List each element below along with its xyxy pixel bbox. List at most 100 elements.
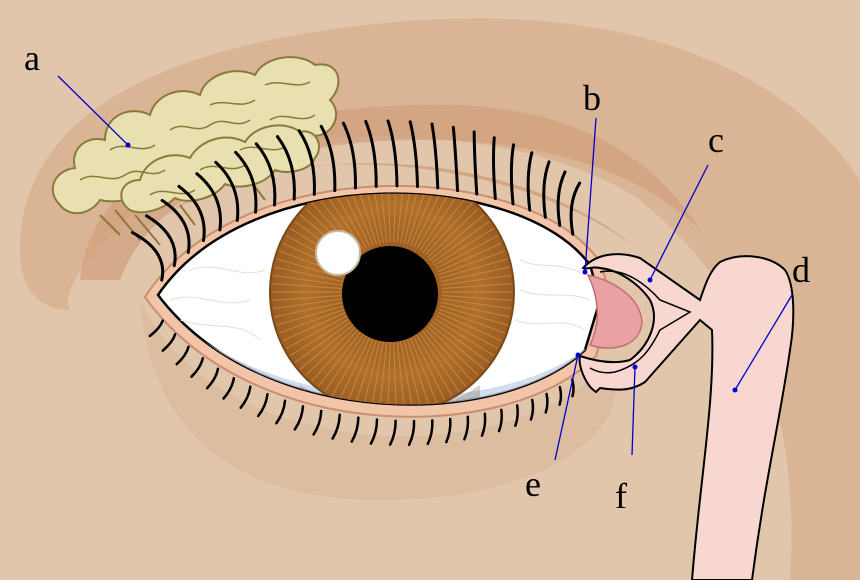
iris-ray bbox=[441, 274, 511, 286]
iris-ray bbox=[429, 214, 485, 261]
iris-ray bbox=[387, 341, 391, 405]
iris-ray bbox=[396, 193, 406, 243]
iris-ray bbox=[441, 298, 511, 310]
eyelash bbox=[480, 412, 487, 437]
iris-ray bbox=[439, 258, 508, 279]
eyelash bbox=[319, 124, 337, 193]
iris-ray bbox=[416, 193, 453, 249]
eyelash bbox=[239, 385, 252, 410]
label-d: d bbox=[792, 250, 810, 290]
eyelash bbox=[312, 409, 323, 436]
iris-ray bbox=[272, 294, 343, 301]
eyelash bbox=[544, 392, 549, 414]
eyelash bbox=[472, 130, 479, 196]
leader-a bbox=[57, 75, 129, 146]
iris-ray bbox=[439, 305, 508, 326]
iris-ray bbox=[272, 283, 343, 290]
iris-ray bbox=[396, 341, 406, 405]
iris-ray bbox=[331, 193, 368, 249]
leader-dot-d bbox=[732, 387, 738, 393]
iris-ray bbox=[427, 208, 479, 258]
iris-ray bbox=[331, 335, 368, 397]
iris-ray bbox=[273, 274, 343, 286]
iris-ray bbox=[346, 193, 374, 246]
iris-ray bbox=[435, 235, 499, 270]
iris-ray bbox=[393, 193, 397, 243]
iris-ray bbox=[416, 335, 453, 397]
iris-ray bbox=[274, 266, 344, 283]
leader-dot-a bbox=[125, 142, 131, 148]
lacrimal-canaliculi bbox=[578, 253, 795, 580]
eyelash bbox=[297, 129, 316, 196]
leader-e bbox=[554, 354, 579, 461]
iris-ray bbox=[354, 339, 378, 405]
eyelash bbox=[341, 121, 357, 190]
canaliculus-inner bbox=[589, 270, 692, 374]
iris-ray bbox=[440, 301, 510, 318]
iris-ray bbox=[400, 341, 414, 405]
iris-ray bbox=[413, 336, 446, 401]
eyelash bbox=[160, 198, 191, 254]
leader-lines bbox=[57, 75, 793, 461]
iris-ray bbox=[406, 339, 430, 405]
iris-ray bbox=[441, 294, 512, 301]
iris-ray bbox=[438, 250, 505, 276]
iris-ray bbox=[440, 266, 510, 283]
eyelash bbox=[256, 392, 269, 418]
iris-ray bbox=[403, 193, 422, 244]
iris-ray bbox=[422, 197, 467, 253]
eyelash bbox=[161, 333, 177, 352]
iris-ray bbox=[387, 193, 391, 243]
eyelash bbox=[558, 385, 563, 406]
iris-ray bbox=[422, 331, 467, 387]
iris-ray bbox=[438, 308, 505, 334]
iris-ray bbox=[317, 331, 362, 387]
iris-ray bbox=[429, 323, 485, 370]
lacrimal-caruncle bbox=[586, 273, 643, 349]
iris-ray bbox=[324, 333, 365, 392]
iris-ray bbox=[437, 242, 502, 273]
eyelash bbox=[275, 135, 296, 201]
label-e: e bbox=[525, 464, 541, 504]
eyelash bbox=[175, 345, 190, 366]
leader-c bbox=[649, 164, 709, 281]
eyelash bbox=[234, 150, 258, 214]
iris-ray bbox=[432, 320, 490, 364]
iris-ray bbox=[403, 340, 422, 405]
iris-ray bbox=[346, 338, 374, 404]
iris-ray bbox=[294, 320, 352, 364]
iris-ray bbox=[410, 193, 438, 246]
eyelash bbox=[331, 413, 341, 440]
iris-ray bbox=[370, 193, 384, 243]
eyelash bbox=[529, 398, 535, 421]
iris-ray bbox=[419, 333, 460, 392]
iris-ray bbox=[338, 336, 371, 401]
eyelash bbox=[514, 404, 519, 427]
iris-ray bbox=[354, 193, 378, 245]
iris-ray bbox=[435, 314, 499, 349]
label-f: f bbox=[615, 476, 627, 516]
eyelash bbox=[492, 136, 497, 200]
eyelash bbox=[451, 125, 460, 193]
eyelash bbox=[542, 160, 551, 219]
eyelash bbox=[275, 399, 287, 425]
iris-ray bbox=[378, 193, 388, 243]
leader-b bbox=[584, 117, 597, 273]
eyelash bbox=[408, 120, 420, 188]
leader-dot-b bbox=[582, 269, 588, 275]
iris-ray bbox=[305, 326, 357, 376]
eyelash bbox=[569, 181, 582, 236]
iris-ray bbox=[282, 311, 347, 342]
iris-ray bbox=[378, 341, 388, 405]
iris-ray bbox=[441, 283, 512, 290]
lower-lid-shadow bbox=[140, 300, 617, 500]
eyelash bbox=[386, 119, 399, 188]
eyelash bbox=[254, 142, 277, 207]
eyelash bbox=[148, 319, 164, 338]
iris-ray bbox=[419, 193, 460, 251]
iris-ray bbox=[406, 193, 430, 245]
eyelash bbox=[556, 170, 567, 227]
leader-d bbox=[734, 294, 793, 391]
